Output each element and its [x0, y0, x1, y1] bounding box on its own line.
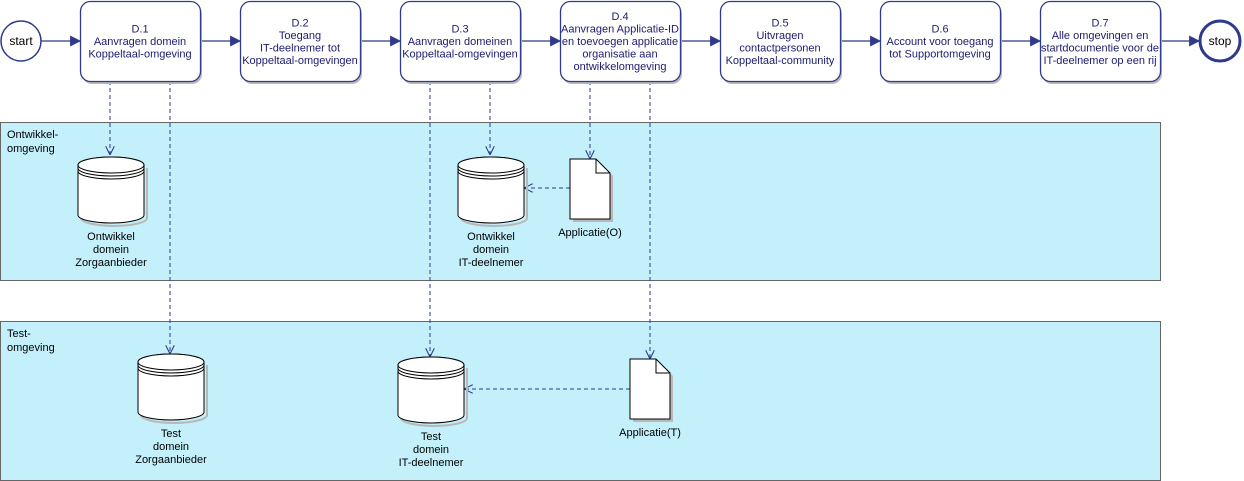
step-label-line: Koppeltaal-community: [726, 55, 835, 67]
step-label-line: startdocumentie voor de: [1041, 42, 1159, 54]
swimlane-test: Test- omgeving: [0, 321, 1161, 481]
step-label-line: Koppeltaal-omgevingen: [402, 49, 518, 61]
step-d5[interactable]: D.5UitvragencontactpersonenKoppeltaal-co…: [719, 0, 843, 85]
stop-label: stop: [1209, 34, 1232, 48]
step-box: [79, 0, 202, 83]
step-label-line: tot Supportomgeving: [889, 49, 991, 61]
database-label-line: Test: [161, 428, 181, 440]
step-label-line: Aanvragen Applicatie-ID: [561, 24, 679, 36]
database-shadow: [140, 365, 208, 424]
database-ring: [397, 367, 465, 377]
step-label-line: organisatie aan: [582, 49, 657, 61]
stop-circle: [1198, 19, 1242, 63]
database-label-line: domein: [153, 441, 189, 453]
step-box: [399, 0, 522, 83]
document-icon: [569, 158, 611, 220]
database-label-line: Ontwikkel: [467, 231, 515, 243]
doc-applicatie-o[interactable]: Applicatie(O): [558, 158, 622, 239]
step-label-line: Koppeltaal-omgeving: [88, 49, 191, 61]
step-label-line: Koppeltaal-omgevingen: [242, 55, 358, 67]
doc-applicatie-t[interactable]: Applicatie(T): [619, 358, 681, 439]
database-label-line: IT-deelnemer: [459, 257, 524, 269]
document-label: Applicatie(O): [558, 227, 622, 239]
database-ring: [397, 370, 465, 380]
database-label-line: Zorgaanbieder: [135, 454, 207, 466]
dashed-connectors: [110, 81, 650, 389]
step-label-line: Toegang: [279, 30, 321, 42]
document-fold: [655, 359, 670, 374]
step-box: [559, 0, 682, 83]
swimlane-ontwikkel-title-1: Ontwikkel-: [7, 129, 59, 141]
step-label-line: Uitvragen: [756, 30, 803, 42]
step-label-line: Aanvragen domeinen: [408, 36, 513, 48]
database-label-line: IT-deelnemer: [399, 457, 464, 469]
document-icon: [629, 358, 671, 420]
step-label-line: IT-deelnemer op een rij: [1043, 55, 1156, 67]
step-id-label: D.5: [771, 17, 788, 29]
step-id-label: D.6: [931, 24, 948, 36]
start-circle: [0, 20, 42, 62]
database-ring: [137, 364, 205, 374]
swimlane-test-title-1: Test-: [7, 328, 31, 340]
step-id-label: D.1: [131, 24, 148, 36]
database-label-line: Test: [421, 431, 441, 443]
database-ring: [77, 170, 145, 180]
database-ring: [457, 170, 525, 180]
step-id-label: D.2: [291, 17, 308, 29]
step-label-line: ontwikkelomgeving: [574, 61, 667, 73]
document-fold: [595, 159, 610, 174]
start-event[interactable]: start: [0, 20, 42, 62]
database-top: [137, 353, 205, 371]
step-box: [879, 0, 1002, 83]
database-label-line: domein: [413, 444, 449, 456]
database-top: [457, 156, 525, 174]
database-top: [397, 356, 465, 374]
step-label-line: Alle omgevingen en: [1052, 30, 1149, 42]
step-label-line: contactpersonen: [739, 42, 820, 54]
document-label: Applicatie(T): [619, 427, 681, 439]
step-label-line: IT-deelnemer tot: [260, 42, 340, 54]
step-box: [719, 0, 842, 83]
step-box: [239, 0, 362, 83]
swimlane-ontwikkel-title-2: omgeving: [7, 143, 55, 155]
start-label: start: [9, 34, 33, 48]
stop-event[interactable]: stop: [1198, 19, 1242, 63]
step-id-label: D.3: [451, 24, 468, 36]
database-ring: [137, 367, 205, 377]
step-label-line: Account voor toegang: [886, 36, 993, 48]
database-shadow: [80, 168, 148, 227]
database-shadow: [460, 168, 528, 227]
step-id-label: D.7: [1091, 17, 1108, 29]
database-ring: [457, 167, 525, 177]
database-label-line: Zorgaanbieder: [75, 257, 147, 269]
step-id-label: D.4: [611, 11, 628, 23]
database-top: [77, 156, 145, 174]
database-label-line: domein: [93, 244, 129, 256]
database-shadow: [400, 368, 468, 427]
database-label-line: Ontwikkel: [87, 231, 135, 243]
step-label-line: en toevoegen applicatie: [562, 36, 678, 48]
swimlane-test-body: [0, 321, 1161, 481]
step-box: [1039, 0, 1162, 83]
data-stores: OntwikkeldomeinZorgaanbiederOntwikkeldom…: [75, 156, 681, 469]
step-label-line: Aanvragen domein: [94, 36, 186, 48]
swimlane-test-title-2: omgeving: [7, 342, 55, 354]
database-ring: [77, 167, 145, 177]
database-label-line: domein: [473, 244, 509, 256]
